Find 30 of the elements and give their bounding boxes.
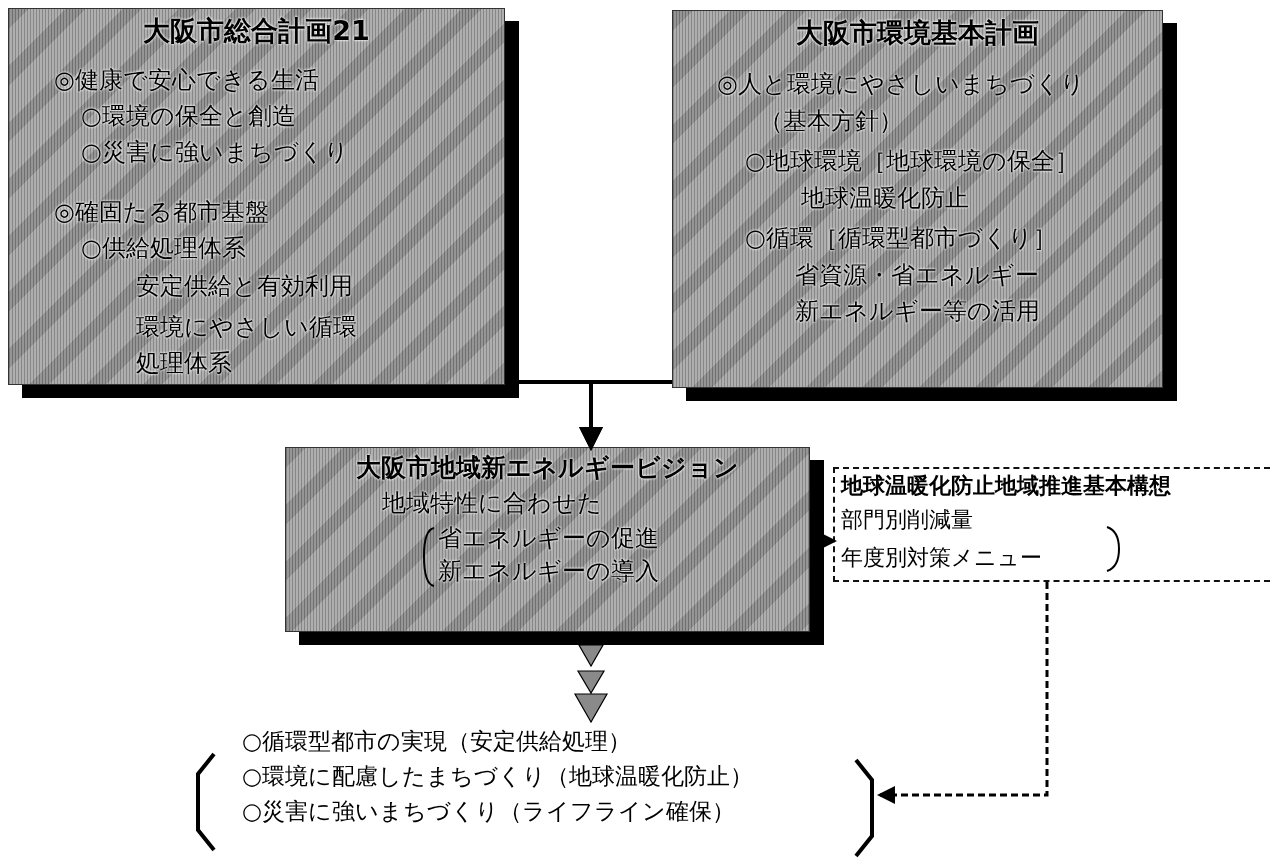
list-item: 省資源・省エネルギー [795,262,1039,290]
list-item: ○供給処理体系 [81,235,246,263]
arrow [877,582,1049,804]
box-title: 大阪市地域新エネルギービジョン [355,454,740,483]
list-item: 安定供給と有効利用 [136,273,353,301]
list-item: 地域特性に合わせた [382,490,602,518]
list-item: 新エネルギー等の活用 [795,298,1040,326]
list-item: ○循環型都市の実現（安定供給処理） [242,728,632,755]
list-item: ○地球環境［地球環境の保全］ [745,148,1079,176]
arrow [579,380,672,451]
list-item: ◎確固たる都市基盤 [54,199,269,227]
list-item: 年度別対策メニュー [841,545,1042,571]
list-item: ○環境の保全と創造 [81,103,296,131]
list-item: ◎健康で安心できる生活 [54,67,319,95]
list-item: （基本方針） [759,108,903,136]
list-item: 環境にやさしい循環処理体系 [136,312,358,379]
list-item: 部門別削減量 [841,507,973,533]
list-item: 新エネルギーの導入 [438,558,659,586]
triangle-arrow [573,644,609,724]
list-item: ○環境に配慮したまちづくり（地球温暖化防止） [242,763,754,790]
list-item: ◎人と環境にやさしいまちづくり [717,71,1085,99]
list-item: ○災害に強いまちづくり [81,139,349,167]
list-item: 省エネルギーの促進 [438,525,659,553]
list-item: ○災害に強いまちづくり（ライフライン確保） [242,798,736,825]
box-title: 大阪市環境基本計画 [795,17,1040,49]
box-title: 地球温暖化防止地域推進基本構想 [841,473,1171,499]
list-item: ○循環［循環型都市づくり］ [745,225,1057,253]
concept-box [833,467,1270,582]
list-item: 地球温暖化防止 [801,185,969,213]
box-title: 大阪市総合計画21 [142,15,371,47]
